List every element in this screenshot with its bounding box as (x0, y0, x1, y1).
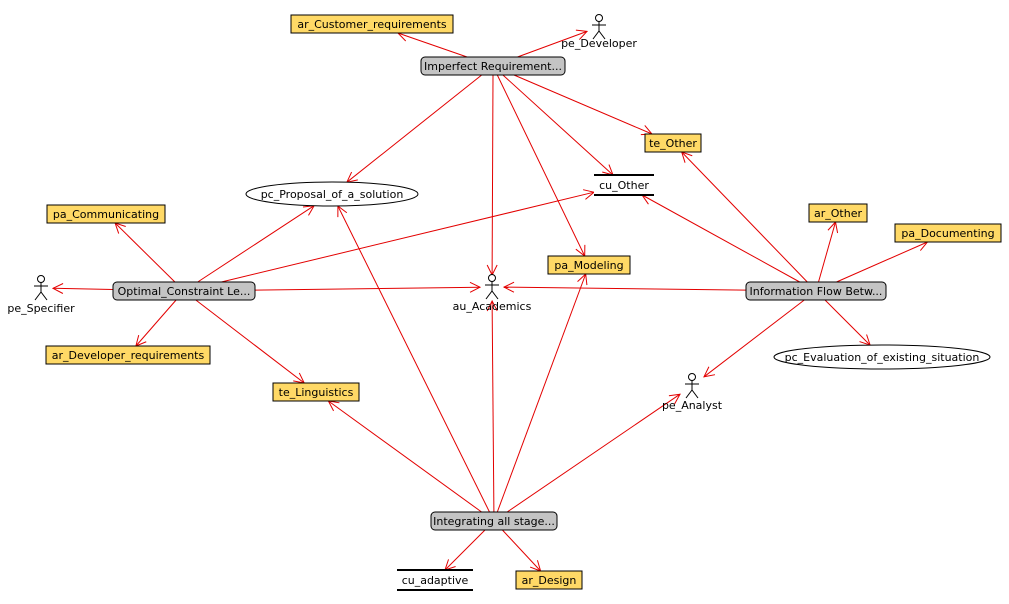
actor-icon (685, 373, 699, 399)
edge-optimal-to-pc_proposal (197, 206, 314, 283)
node-label: cu_adaptive (402, 574, 469, 587)
node-infoflow[interactable]: Information Flow Betw... (745, 281, 887, 301)
node-au-academics[interactable]: au_Academics (453, 274, 532, 314)
edge-imperfect-to-ar_customer (398, 33, 468, 58)
edge-integrating-to-te_linguistics (328, 401, 482, 513)
node-pc-proposal[interactable]: pc_Proposal_of_a_solution (245, 181, 419, 207)
edge-imperfect-to-au_academics (492, 74, 493, 275)
node-cu-adaptive[interactable]: cu_adaptive (397, 569, 473, 591)
artifact-box (272, 382, 360, 402)
artifact-box (45, 345, 211, 365)
edge-optimal-to-cu_other (221, 192, 594, 283)
edge-infoflow-to-te_other (682, 152, 808, 283)
node-ar-other[interactable]: ar_Other (808, 203, 868, 223)
node-label: cu_Other (599, 179, 649, 192)
node-ar-design[interactable]: ar_Design (515, 570, 583, 590)
activity-box (420, 56, 566, 76)
edge-infoflow-to-pe_analyst (704, 299, 805, 377)
process-ellipse (245, 181, 419, 207)
edge-optimal-to-pa_communicating (115, 223, 176, 283)
node-pe-developer[interactable]: pe_Developer (561, 14, 637, 51)
edge-optimal-to-te_linguistics (195, 299, 304, 383)
node-label: ar_Design (522, 574, 577, 587)
node-pa-modeling[interactable]: pa_Modeling (547, 255, 631, 275)
node-label: pa_Documenting (901, 227, 994, 240)
edge-infoflow-to-au_academics (504, 287, 747, 290)
activity-box (112, 281, 256, 301)
edge-integrating-to-pe_analyst (506, 394, 680, 513)
node-label: ar_Developer_requirements (52, 349, 205, 362)
artifact-box (515, 570, 583, 590)
datastore-bg (594, 175, 654, 195)
node-ar-customer[interactable]: ar_Customer_requirements (290, 14, 454, 34)
node-optimal[interactable]: Optimal_Constraint Le... (112, 281, 256, 301)
node-pc-evaluation[interactable]: pc_Evaluation_of_existing_situation (773, 344, 991, 370)
node-te-linguistics[interactable]: te_Linguistics (272, 382, 360, 402)
edge-layer (53, 31, 928, 571)
node-label: Information Flow Betw... (750, 285, 883, 298)
artifact-box (290, 14, 454, 34)
edge-optimal-to-au_academics (254, 287, 480, 290)
process-ellipse (773, 344, 991, 370)
node-pa-communicating[interactable]: pa_Communicating (46, 204, 166, 224)
datastore-bg (397, 570, 473, 590)
node-label: pe_Developer (561, 37, 637, 50)
edge-imperfect-to-pa_modeling (496, 74, 584, 256)
edge-optimal-to-pe_specifier (53, 288, 114, 289)
node-label: pc_Evaluation_of_existing_situation (785, 351, 980, 364)
node-label: te_Linguistics (279, 386, 354, 399)
node-integrating[interactable]: Integrating all stage... (430, 511, 558, 531)
artifact-box (547, 255, 631, 275)
edge-integrating-to-pc_proposal (338, 206, 490, 513)
edge-optimal-to-ar_devreq (136, 299, 177, 346)
node-label: Imperfect Requirement... (424, 60, 562, 73)
node-label: ar_Other (814, 207, 862, 220)
node-label: Integrating all stage... (433, 515, 555, 528)
edge-imperfect-to-cu_other (502, 74, 613, 175)
edge-infoflow-to-pa_documenting (836, 242, 928, 283)
activity-box (430, 511, 558, 531)
edge-integrating-to-au_academics (492, 301, 494, 513)
node-ar-devreq[interactable]: ar_Developer_requirements (45, 345, 211, 365)
node-label: pc_Proposal_of_a_solution (261, 188, 404, 201)
node-cu-other[interactable]: cu_Other (594, 174, 654, 196)
actor-icon (34, 275, 48, 301)
edge-infoflow-to-pc_evaluation (824, 299, 870, 345)
edge-integrating-to-cu_adaptive (445, 529, 486, 570)
edge-integrating-to-pa_modeling (496, 274, 585, 513)
edge-imperfect-to-pe_developer (517, 31, 588, 58)
node-label: ar_Customer_requirements (297, 18, 447, 31)
edge-imperfect-to-pc_proposal (347, 74, 483, 182)
actor-icon (592, 14, 606, 40)
artifact-box (894, 223, 1002, 243)
activity-box (745, 281, 887, 301)
edge-integrating-to-ar_design (502, 529, 540, 571)
node-pe-analyst[interactable]: pe_Analyst (662, 373, 723, 413)
node-label: pe_Specifier (7, 302, 75, 315)
node-pe-specifier[interactable]: pe_Specifier (7, 275, 75, 316)
artifact-box (46, 204, 166, 224)
edge-imperfect-to-te_other (513, 74, 652, 134)
node-label: pe_Analyst (662, 399, 723, 412)
node-layer: Imperfect Requirement... Optimal_Constrai… (7, 14, 1002, 591)
node-label: Optimal_Constraint Le... (118, 285, 251, 298)
node-imperfect[interactable]: Imperfect Requirement... (420, 56, 566, 76)
node-label: au_Academics (453, 300, 532, 313)
node-pa-documenting[interactable]: pa_Documenting (894, 223, 1002, 243)
artifact-box (644, 133, 702, 153)
node-label: pa_Modeling (554, 259, 623, 272)
actor-icon (485, 274, 499, 300)
node-label: pa_Communicating (53, 208, 159, 221)
artifact-box (808, 203, 868, 223)
node-label: te_Other (649, 137, 697, 150)
edge-infoflow-to-ar_other (818, 222, 836, 283)
node-te-other[interactable]: te_Other (644, 133, 702, 153)
edge-infoflow-to-cu_other (642, 195, 800, 283)
